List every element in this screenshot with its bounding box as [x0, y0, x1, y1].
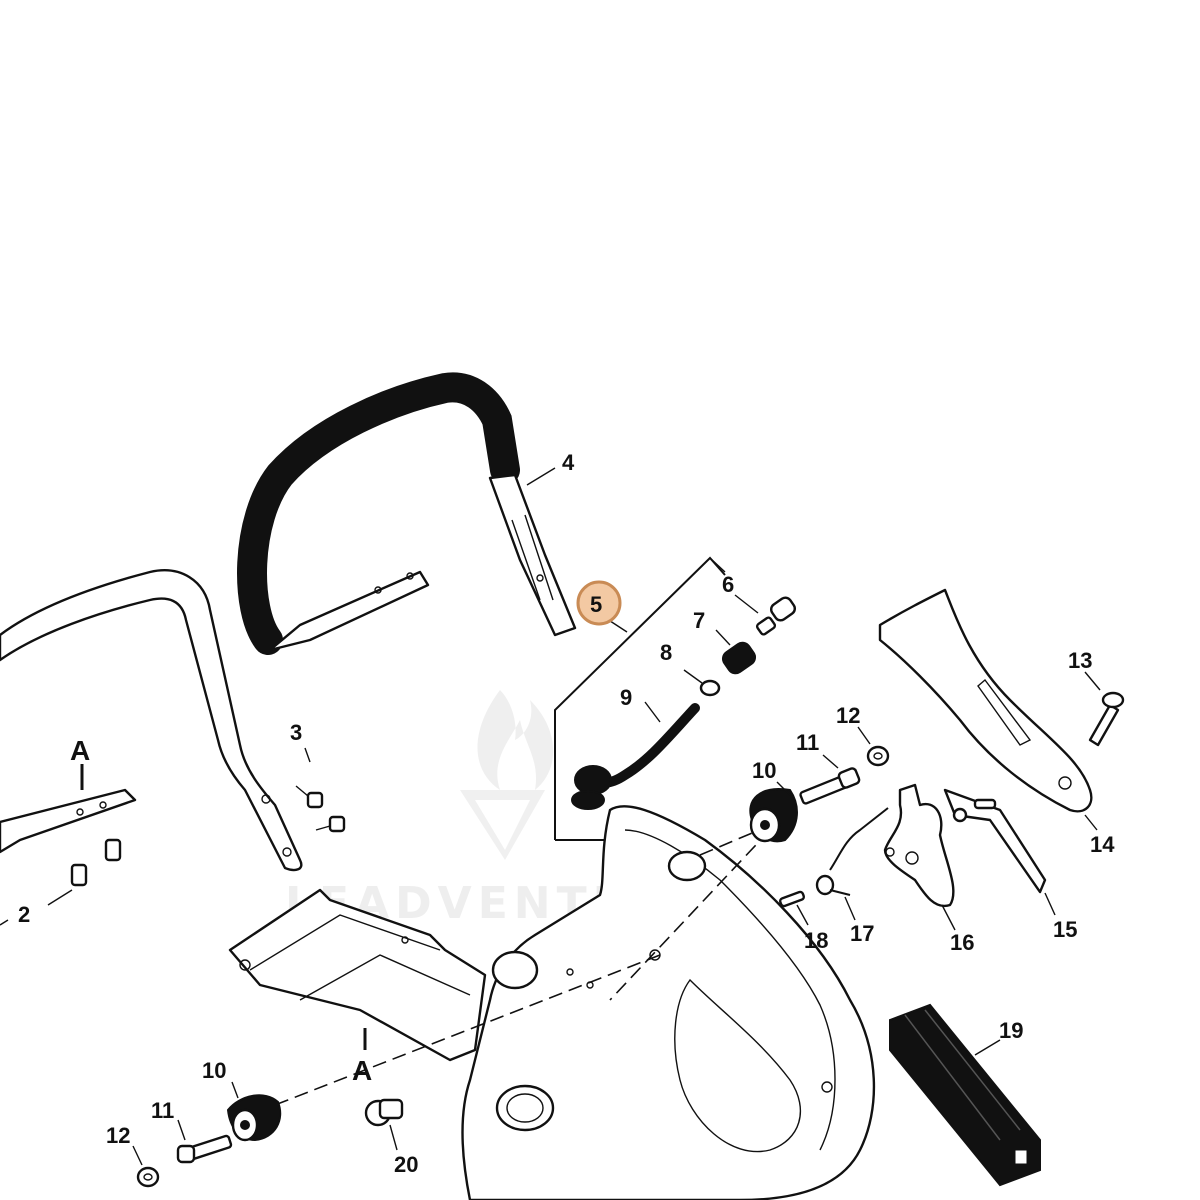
chain-bracket	[228, 888, 487, 1062]
callout-16: 16	[950, 930, 974, 955]
callout-13: 13	[1068, 648, 1092, 673]
callout-15: 15	[1053, 917, 1077, 942]
callouts: 4 5 6 7 8 9 10 11 12 13 14 15 16 17 18 1…	[18, 450, 1115, 1177]
part-12-washer-bottom	[136, 1166, 160, 1188]
callout-11-bottom: 11	[151, 1098, 174, 1123]
callout-18: 18	[804, 928, 828, 953]
ref-a-upper: A	[70, 735, 90, 766]
screw-3-group	[295, 785, 346, 833]
screw-2-group	[70, 838, 122, 887]
leader-lines	[0, 467, 1101, 1166]
part-19-pad	[889, 1003, 1041, 1187]
inset-box	[554, 556, 726, 841]
callout-12-bottom: 12	[106, 1123, 130, 1148]
part-12-washer-top	[866, 745, 890, 767]
callout-7: 7	[693, 608, 705, 633]
part-18-pin	[779, 890, 805, 908]
callout-3: 3	[290, 720, 302, 745]
callout-4: 4	[562, 450, 575, 475]
callout-10-bottom: 10	[202, 1058, 226, 1083]
part-6-bolt	[755, 596, 797, 636]
callout-14: 14	[1090, 832, 1115, 857]
part-11-screw-bottom	[176, 1134, 233, 1164]
part-14-cover	[878, 588, 1093, 813]
callout-12-top: 12	[836, 703, 860, 728]
part-13-screw	[1088, 691, 1125, 747]
part-16-trigger	[883, 783, 955, 908]
part-20-plug	[364, 1098, 404, 1127]
ref-a-lower: A	[352, 1055, 372, 1086]
callout-5: 5	[590, 592, 602, 617]
callout-17: 17	[850, 921, 874, 946]
part-7-bushing	[721, 641, 757, 675]
callout-19: 19	[999, 1018, 1023, 1043]
callout-11-top: 11	[796, 730, 819, 755]
callout-10-top: 10	[752, 758, 776, 783]
callout-20: 20	[394, 1152, 418, 1177]
callout-2: 2	[18, 902, 30, 927]
part-10-damper-top	[749, 788, 798, 843]
callout-8: 8	[660, 640, 672, 665]
callout-5-highlight	[576, 580, 622, 626]
part-10-damper-bottom	[226, 1094, 282, 1142]
callout-9: 9	[620, 685, 632, 710]
rear-handle-frame	[0, 569, 303, 872]
handlebar	[237, 372, 577, 655]
part-11-screw-top	[799, 767, 861, 805]
part-17-spring	[815, 807, 889, 896]
bracket-a-left	[0, 764, 137, 854]
callout-6: 6	[722, 572, 734, 597]
part-9-hose	[571, 703, 700, 810]
part-15-lever	[943, 788, 1047, 894]
main-housing	[461, 805, 876, 1200]
part-8-ring	[699, 679, 721, 697]
alignment-lines	[274, 816, 791, 1106]
